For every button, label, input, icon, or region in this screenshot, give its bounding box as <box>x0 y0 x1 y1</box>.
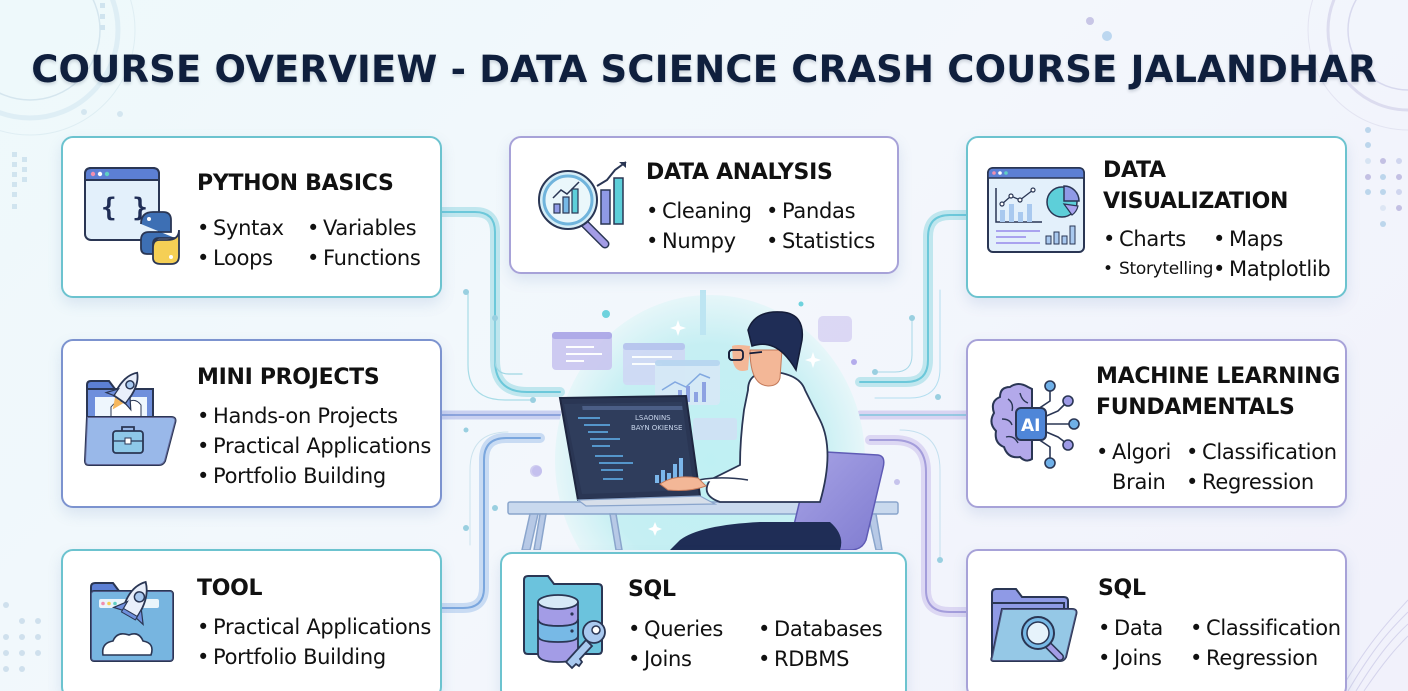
database-key-icon <box>523 575 606 670</box>
card-python-basics[interactable]: { } PYTHON BASICS •Syntax •Variables •Lo… <box>61 136 442 298</box>
topic-item: •Algori <box>1096 440 1172 464</box>
card-title: SQL <box>628 577 676 602</box>
card-machine-learning[interactable]: AI MACHINE LEARNING FUNDAMENTALS •Algori… <box>966 339 1347 508</box>
topic-item: •Joins <box>628 647 692 671</box>
topic-list: •Cleaning •Pandas •Numpy •Statistics <box>646 196 875 256</box>
card-sql-right[interactable]: SQL •Data •Classification •Joins •Regres… <box>966 549 1347 691</box>
topic-item: •Matplotlib <box>1213 257 1331 281</box>
topic-item: •Hands-on Projects <box>197 404 398 428</box>
topic-item: •Storytelling <box>1103 259 1214 279</box>
folder-search-icon <box>990 588 1078 662</box>
topic-item: •Portfolio Building <box>197 464 386 488</box>
card-title-line-2: VISUALIZATION <box>1103 189 1289 214</box>
laptop-screen-text-2: BAYN OKIENSE <box>631 424 682 432</box>
topic-list: •Charts •Maps •Storytelling •Matplotlib <box>1103 224 1331 284</box>
card-tool[interactable]: TOOL •Practical Applications •Portfolio … <box>61 549 442 691</box>
topic-item: •Numpy <box>646 229 736 253</box>
topic-item: •Pandas <box>766 199 856 223</box>
topic-item: •Practical Applications <box>197 615 432 639</box>
ai-brain-icon: AI <box>990 380 1080 469</box>
python-code-window-icon: { } <box>84 167 180 265</box>
topic-item: •Regression <box>1186 470 1314 494</box>
card-title-line-1: MACHINE LEARNING <box>1096 364 1341 389</box>
topic-item: •Joins <box>1098 646 1162 670</box>
topic-item: •Syntax <box>197 216 284 240</box>
topic-list: •Hands-on Projects •Practical Applicatio… <box>197 401 431 491</box>
topic-item: •Portfolio Building <box>197 645 386 669</box>
illustration-svg: LSAONINS BAYN OKIENSE <box>507 290 899 625</box>
topic-item: •Functions <box>307 246 421 270</box>
floating-code-window <box>552 332 612 370</box>
topic-item: •Databases <box>758 617 883 641</box>
page-title: COURSE OVERVIEW - DATA SCIENCE CRASH COU… <box>31 48 1377 91</box>
topic-item: •Queries <box>628 617 723 641</box>
dashboard-charts-icon <box>987 167 1085 253</box>
card-title: DATA ANALYSIS <box>646 160 833 185</box>
topic-item: •Data <box>1098 616 1163 640</box>
topic-list: •Queries •Databases •Joins •RDBMS <box>628 614 883 674</box>
topic-item: •Classification <box>1186 440 1337 464</box>
topic-item: •Charts <box>1103 227 1186 251</box>
topic-list: •Algori •Classification Brain •Regressio… <box>1096 437 1337 497</box>
folder-rocket-launch-icon <box>90 580 174 662</box>
topic-list: •Data •Classification •Joins •Regression <box>1098 613 1341 673</box>
card-sql-center[interactable]: SQL •Queries •Databases •Joins •RDBMS <box>500 552 907 691</box>
svg-text:AI: AI <box>1021 416 1040 436</box>
topic-item: •Classification <box>1190 616 1341 640</box>
card-title-line-1: DATA <box>1103 158 1166 183</box>
topic-item: Brain <box>1112 470 1166 494</box>
card-title: MINI PROJECTS <box>197 365 380 390</box>
card-data-visualization[interactable]: DATA VISUALIZATION •Charts •Maps •Storyt… <box>966 136 1347 298</box>
card-data-analysis[interactable]: DATA ANALYSIS •Cleaning •Pandas •Numpy •… <box>509 136 899 274</box>
student-laptop-illustration: LSAONINS BAYN OKIENSE <box>500 290 920 625</box>
laptop-screen-text-1: LSAONINS <box>635 414 671 422</box>
topic-item: •Practical Applications <box>197 434 432 458</box>
magnifier-bar-chart-icon <box>538 161 627 249</box>
card-title: SQL <box>1098 576 1146 601</box>
topic-item: •Statistics <box>766 229 875 253</box>
topic-list: •Practical Applications •Portfolio Build… <box>197 612 431 672</box>
topic-item: •RDBMS <box>758 647 850 671</box>
svg-text:{ }: { } <box>101 193 148 223</box>
floating-chart-window <box>655 360 720 405</box>
card-mini-projects[interactable]: MINI PROJECTS •Hands-on Projects •Practi… <box>61 339 442 508</box>
topic-item: •Loops <box>197 246 273 270</box>
topic-item: •Maps <box>1213 227 1284 251</box>
folder-rocket-briefcase-icon <box>83 371 177 466</box>
card-title: TOOL <box>197 576 263 601</box>
card-title-line-2: FUNDAMENTALS <box>1096 395 1295 420</box>
topic-item: •Regression <box>1190 646 1318 670</box>
topic-list: •Syntax •Variables •Loops •Functions <box>197 213 421 273</box>
card-title: PYTHON BASICS <box>197 171 394 196</box>
topic-item: •Cleaning <box>646 199 752 223</box>
topic-item: •Variables <box>307 216 417 240</box>
